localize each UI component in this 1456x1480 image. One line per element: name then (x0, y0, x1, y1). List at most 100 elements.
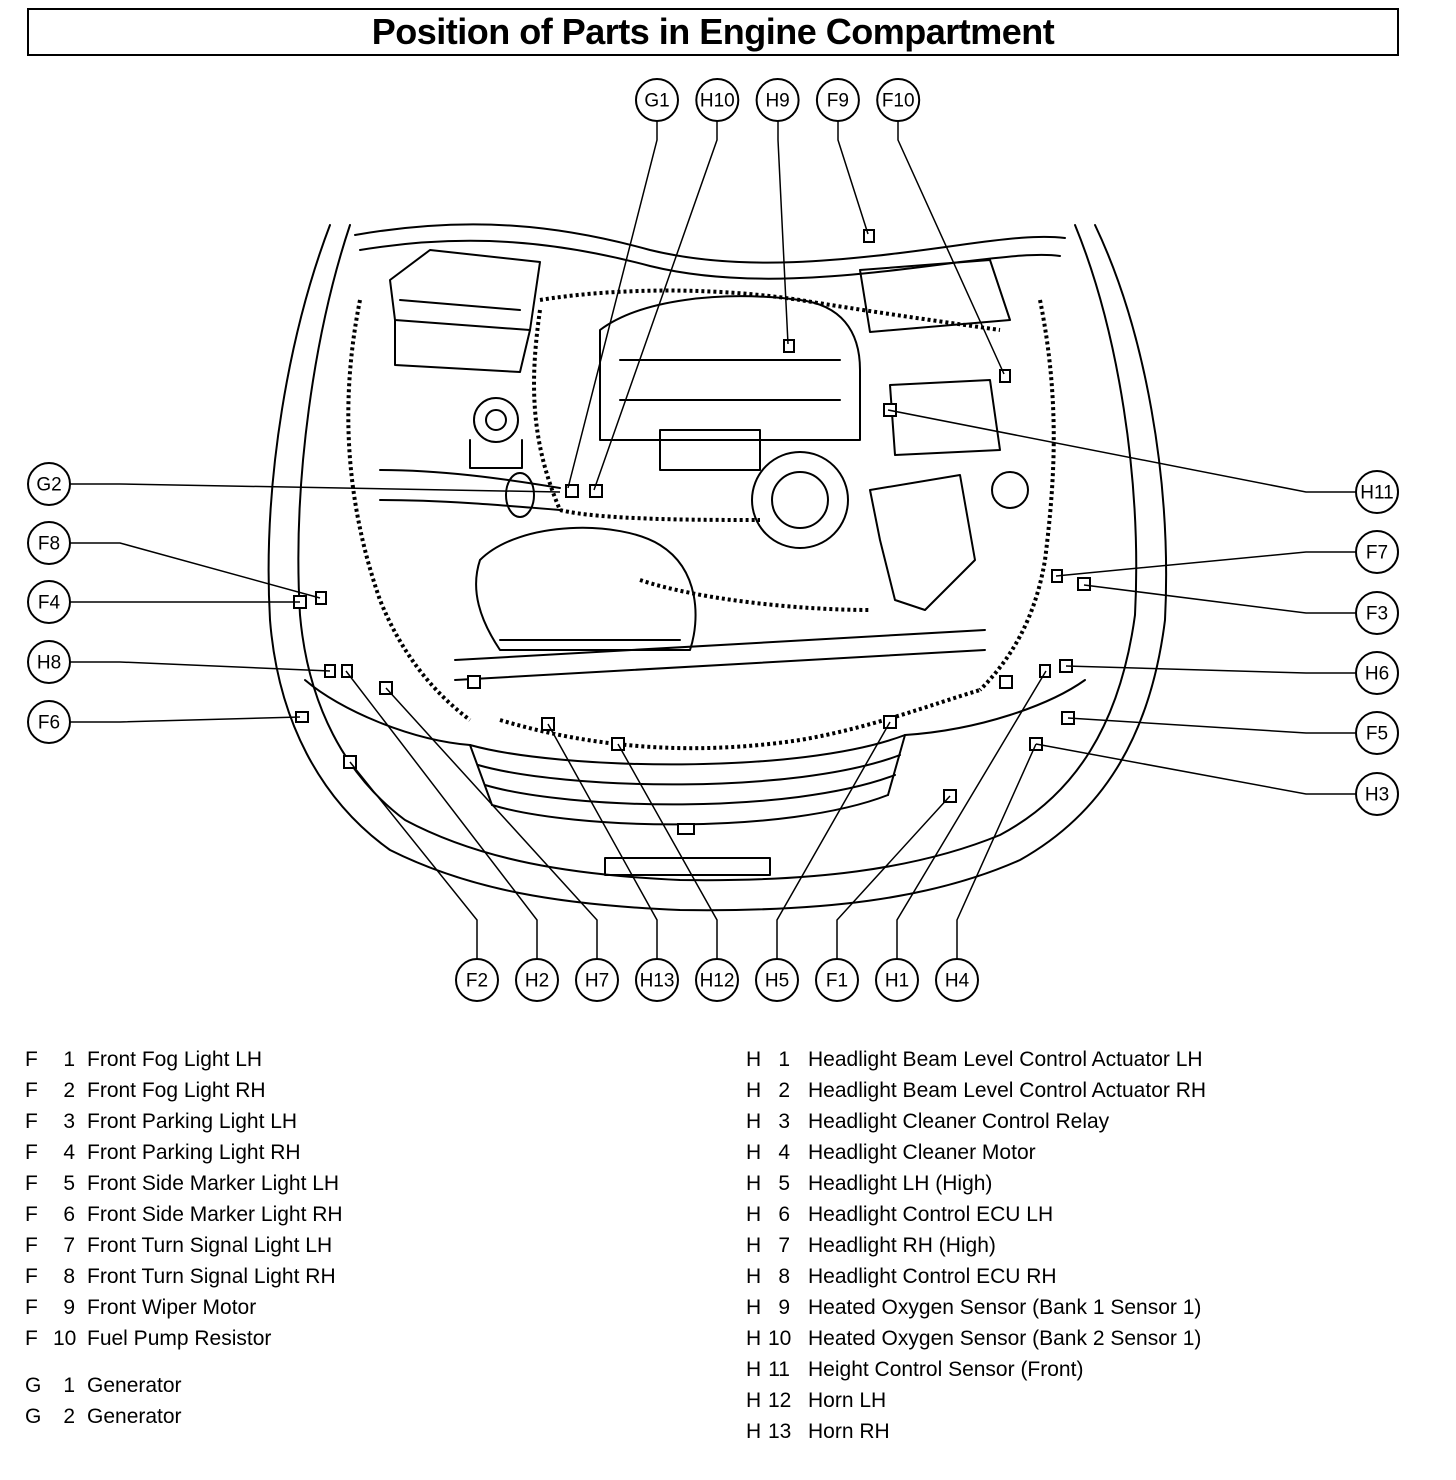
callout-label: F1 (826, 971, 848, 992)
callout-label: F2 (466, 971, 488, 992)
callout-h9: H9 (755, 78, 800, 122)
legend-desc: Front Turn Signal Light LH (87, 1234, 333, 1257)
callout-label: F4 (38, 593, 61, 614)
callout-label: F6 (38, 713, 60, 734)
legend-num: 2 (778, 1079, 790, 1102)
legend-letter: F (25, 1234, 38, 1257)
legend-desc: Headlight Cleaner Control Relay (808, 1110, 1110, 1133)
legend-num: 5 (778, 1172, 790, 1195)
legend-num: 1 (63, 1048, 75, 1071)
callout-h12: H12 (695, 958, 739, 1002)
callout-label: F3 (1366, 604, 1388, 625)
legend-letter: H (746, 1079, 762, 1102)
callout-label: H4 (945, 971, 970, 992)
legend-letter: G (25, 1374, 42, 1397)
legend-letter: F (25, 1203, 38, 1226)
legend-letter: H (746, 1420, 762, 1443)
legend-num: 10 (53, 1327, 77, 1350)
callout-label: H12 (700, 971, 735, 992)
callout-h10: H10 (695, 78, 740, 122)
legend-letter: H (746, 1203, 762, 1226)
callout-f6: F6 (27, 700, 71, 744)
callout-label: H2 (525, 971, 549, 992)
wiring-harness (346, 288, 1056, 751)
callout-label: H7 (585, 971, 609, 992)
callout-label: F9 (827, 91, 849, 112)
callout-f3: F3 (1355, 591, 1399, 635)
callout-f8: F8 (27, 521, 71, 565)
callout-f5: F5 (1355, 711, 1399, 755)
callout-label: F5 (1366, 724, 1388, 745)
callout-label: H6 (1365, 664, 1389, 685)
legend-letter: F (25, 1172, 38, 1195)
legend-num: 1 (778, 1048, 790, 1071)
legend-letter: F (25, 1141, 38, 1164)
legend-desc: Height Control Sensor (Front) (808, 1358, 1084, 1381)
legend-num: 3 (63, 1110, 75, 1133)
legend-desc: Heated Oxygen Sensor (Bank 2 Sensor 1) (808, 1327, 1202, 1350)
callout-h5: H5 (755, 958, 799, 1002)
legend-letter: F (25, 1110, 38, 1133)
legend-letter: H (746, 1110, 762, 1133)
legend-num: 5 (63, 1172, 75, 1195)
legend-num: 6 (63, 1203, 75, 1226)
legend-desc: Headlight Beam Level Control Actuator RH (808, 1079, 1207, 1102)
callout-g1: G1 (635, 78, 679, 122)
legend-letter: H (746, 1048, 762, 1071)
legend-num: 13 (768, 1420, 792, 1443)
legend-num: 3 (778, 1110, 790, 1133)
legend-desc: Headlight Control ECU RH (808, 1265, 1057, 1288)
legend-desc: Front Turn Signal Light RH (87, 1265, 336, 1288)
callout-label: H11 (1360, 483, 1393, 504)
legend-letter: H (746, 1234, 762, 1257)
callout-f1: F1 (815, 958, 859, 1002)
engine-bay-drawing (267, 223, 1168, 912)
legend-desc: Headlight Control ECU LH (808, 1203, 1054, 1226)
callout-h6: H6 (1355, 651, 1399, 695)
legend-desc: Headlight RH (High) (808, 1234, 996, 1257)
legend-num: 10 (768, 1327, 792, 1350)
callout-h3: H3 (1355, 772, 1399, 816)
callout-f4: F4 (27, 580, 71, 624)
legend-desc: Front Parking Light LH (87, 1110, 298, 1133)
legend-desc: Front Side Marker Light LH (87, 1172, 340, 1195)
callout-label: H5 (765, 971, 789, 992)
callout-label: H13 (640, 971, 675, 992)
callout-f10: F10 (876, 78, 921, 122)
callout-f9: F9 (815, 78, 860, 122)
legend-letter: H (746, 1296, 762, 1319)
title-box: Position of Parts in Engine Compartment (27, 8, 1399, 56)
callout-h4: H4 (935, 958, 979, 1002)
legend-desc: Horn RH (808, 1420, 890, 1443)
callout-label: F7 (1366, 543, 1388, 564)
legend-letter: H (746, 1327, 762, 1350)
legend-num: 7 (63, 1234, 75, 1257)
callout-label: G2 (36, 475, 61, 496)
legend-desc: Headlight LH (High) (808, 1172, 993, 1195)
legend-num: 2 (63, 1079, 75, 1102)
legend-letter: F (25, 1296, 38, 1319)
callout-label: H1 (885, 971, 909, 992)
callout-label: H9 (765, 91, 789, 112)
legend-desc: Front Side Marker Light RH (87, 1203, 343, 1226)
legend-desc: Fuel Pump Resistor (87, 1327, 272, 1350)
callout-h8: H8 (27, 640, 71, 684)
legend-desc: Generator (87, 1374, 182, 1397)
callout-label: H8 (37, 653, 61, 674)
legend-letter: H (746, 1172, 762, 1195)
callout-f7: F7 (1355, 530, 1399, 574)
legend-num: 11 (768, 1358, 790, 1381)
legend-letter: F (25, 1079, 38, 1102)
legend-desc: Heated Oxygen Sensor (Bank 1 Sensor 1) (808, 1296, 1202, 1319)
legend-desc: Headlight Cleaner Motor (808, 1141, 1036, 1164)
legend-letter: F (25, 1048, 38, 1071)
callout-label: H3 (1365, 785, 1389, 806)
callout-h11: H11 (1355, 470, 1399, 514)
legend-desc: Front Fog Light LH (87, 1048, 263, 1071)
legend-num: 7 (778, 1234, 790, 1257)
legend-num: 8 (63, 1265, 75, 1288)
legend-desc: Horn LH (808, 1389, 887, 1412)
legend-letter: G (25, 1405, 42, 1428)
